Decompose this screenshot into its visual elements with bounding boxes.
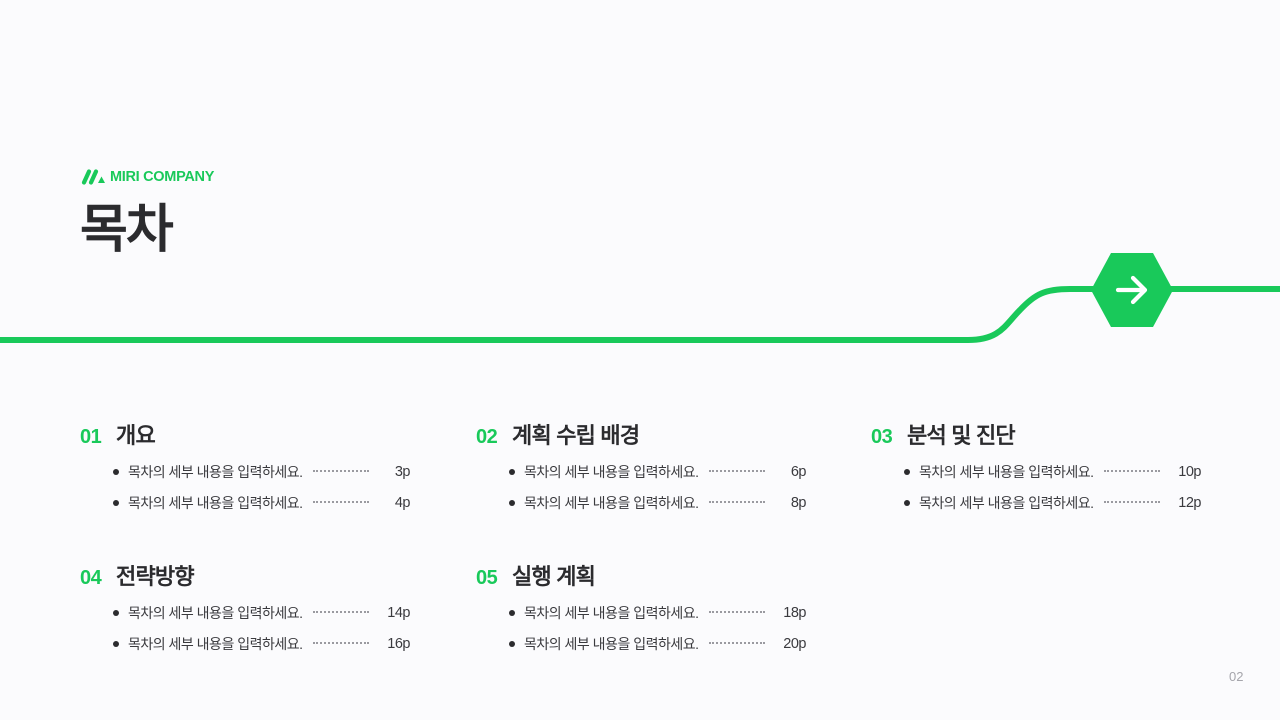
- bullet-icon: [509, 640, 515, 647]
- toc-section-04: 04 전략방향 목차의 세부 내용을 입력하세요. 14p 목차의 세부 내용을…: [80, 559, 411, 659]
- toc-item[interactable]: 목차의 세부 내용을 입력하세요. 20p: [509, 628, 807, 659]
- page-ref: 3p: [394, 463, 411, 480]
- toc-item[interactable]: 목차의 세부 내용을 입력하세요. 10p: [904, 456, 1202, 487]
- toc-item[interactable]: 목차의 세부 내용을 입력하세요. 14p: [113, 597, 411, 628]
- bullet-icon: [904, 499, 910, 506]
- section-title: 개요: [116, 423, 156, 448]
- arrow-right-icon: [1115, 275, 1148, 305]
- toc-item[interactable]: 목차의 세부 내용을 입력하세요. 16p: [113, 628, 411, 659]
- dot-leader: [312, 641, 369, 644]
- next-arrow-button[interactable]: [1091, 253, 1173, 327]
- dot-leader: [1103, 500, 1160, 503]
- page-title: 목차: [80, 201, 174, 259]
- brand-logo-icon: [81, 169, 105, 185]
- page-ref: 8p: [790, 494, 807, 511]
- dot-leader: [708, 469, 765, 472]
- page-ref: 18p: [783, 604, 806, 621]
- dot-leader: [1103, 469, 1160, 472]
- slide-page-number: 02: [1229, 669, 1244, 684]
- section-title: 분석 및 진단: [907, 423, 1016, 448]
- bullet-icon: [113, 640, 119, 647]
- section-number: 04: [80, 567, 102, 589]
- toc-item[interactable]: 목차의 세부 내용을 입력하세요. 12p: [904, 487, 1202, 518]
- dot-leader: [708, 500, 765, 503]
- section-number: 03: [871, 426, 893, 448]
- toc-section-02: 02 계획 수립 배경 목차의 세부 내용을 입력하세요. 6p 목차의 세부 …: [476, 418, 807, 518]
- bullet-icon: [113, 609, 119, 616]
- dot-leader: [312, 469, 369, 472]
- toc-item[interactable]: 목차의 세부 내용을 입력하세요. 18p: [509, 597, 807, 628]
- dot-leader: [708, 610, 765, 613]
- toc-section-05: 05 실행 계획 목차의 세부 내용을 입력하세요. 18p 목차의 세부 내용…: [476, 559, 807, 659]
- dot-leader: [708, 641, 765, 644]
- dot-leader: [312, 500, 369, 503]
- page-ref: 10p: [1178, 463, 1201, 480]
- section-number: 02: [476, 426, 498, 448]
- page-ref: 16p: [387, 635, 410, 652]
- brand: MIRI COMPANY: [81, 169, 214, 185]
- bullet-icon: [509, 499, 515, 506]
- toc-section-03: 03 분석 및 진단 목차의 세부 내용을 입력하세요. 10p 목차의 세부 …: [871, 418, 1202, 518]
- page-ref: 14p: [387, 604, 410, 621]
- decorative-curve-line: [0, 286, 1280, 343]
- toc-item[interactable]: 목차의 세부 내용을 입력하세요. 6p: [509, 456, 807, 487]
- page-ref: 6p: [790, 463, 807, 480]
- dot-leader: [312, 610, 369, 613]
- toc-item[interactable]: 목차의 세부 내용을 입력하세요. 3p: [113, 456, 411, 487]
- section-title: 전략방향: [116, 564, 195, 589]
- page-ref: 4p: [394, 494, 411, 511]
- bullet-icon: [113, 468, 119, 475]
- bullet-icon: [113, 499, 119, 506]
- bullet-icon: [509, 609, 515, 616]
- page-ref: 12p: [1178, 494, 1201, 511]
- brand-name: MIRI COMPANY: [110, 169, 215, 185]
- section-number: 01: [80, 426, 102, 448]
- bullet-icon: [904, 468, 910, 475]
- section-title: 실행 계획: [512, 564, 596, 589]
- toc-item[interactable]: 목차의 세부 내용을 입력하세요. 4p: [113, 487, 411, 518]
- bullet-icon: [509, 468, 515, 475]
- page-ref: 20p: [783, 635, 806, 652]
- section-title: 계획 수립 배경: [512, 423, 640, 448]
- section-number: 05: [476, 567, 498, 589]
- toc-section-01: 01 개요 목차의 세부 내용을 입력하세요. 3p 목차의 세부 내용을 입력…: [80, 418, 411, 518]
- toc-item[interactable]: 목차의 세부 내용을 입력하세요. 8p: [509, 487, 807, 518]
